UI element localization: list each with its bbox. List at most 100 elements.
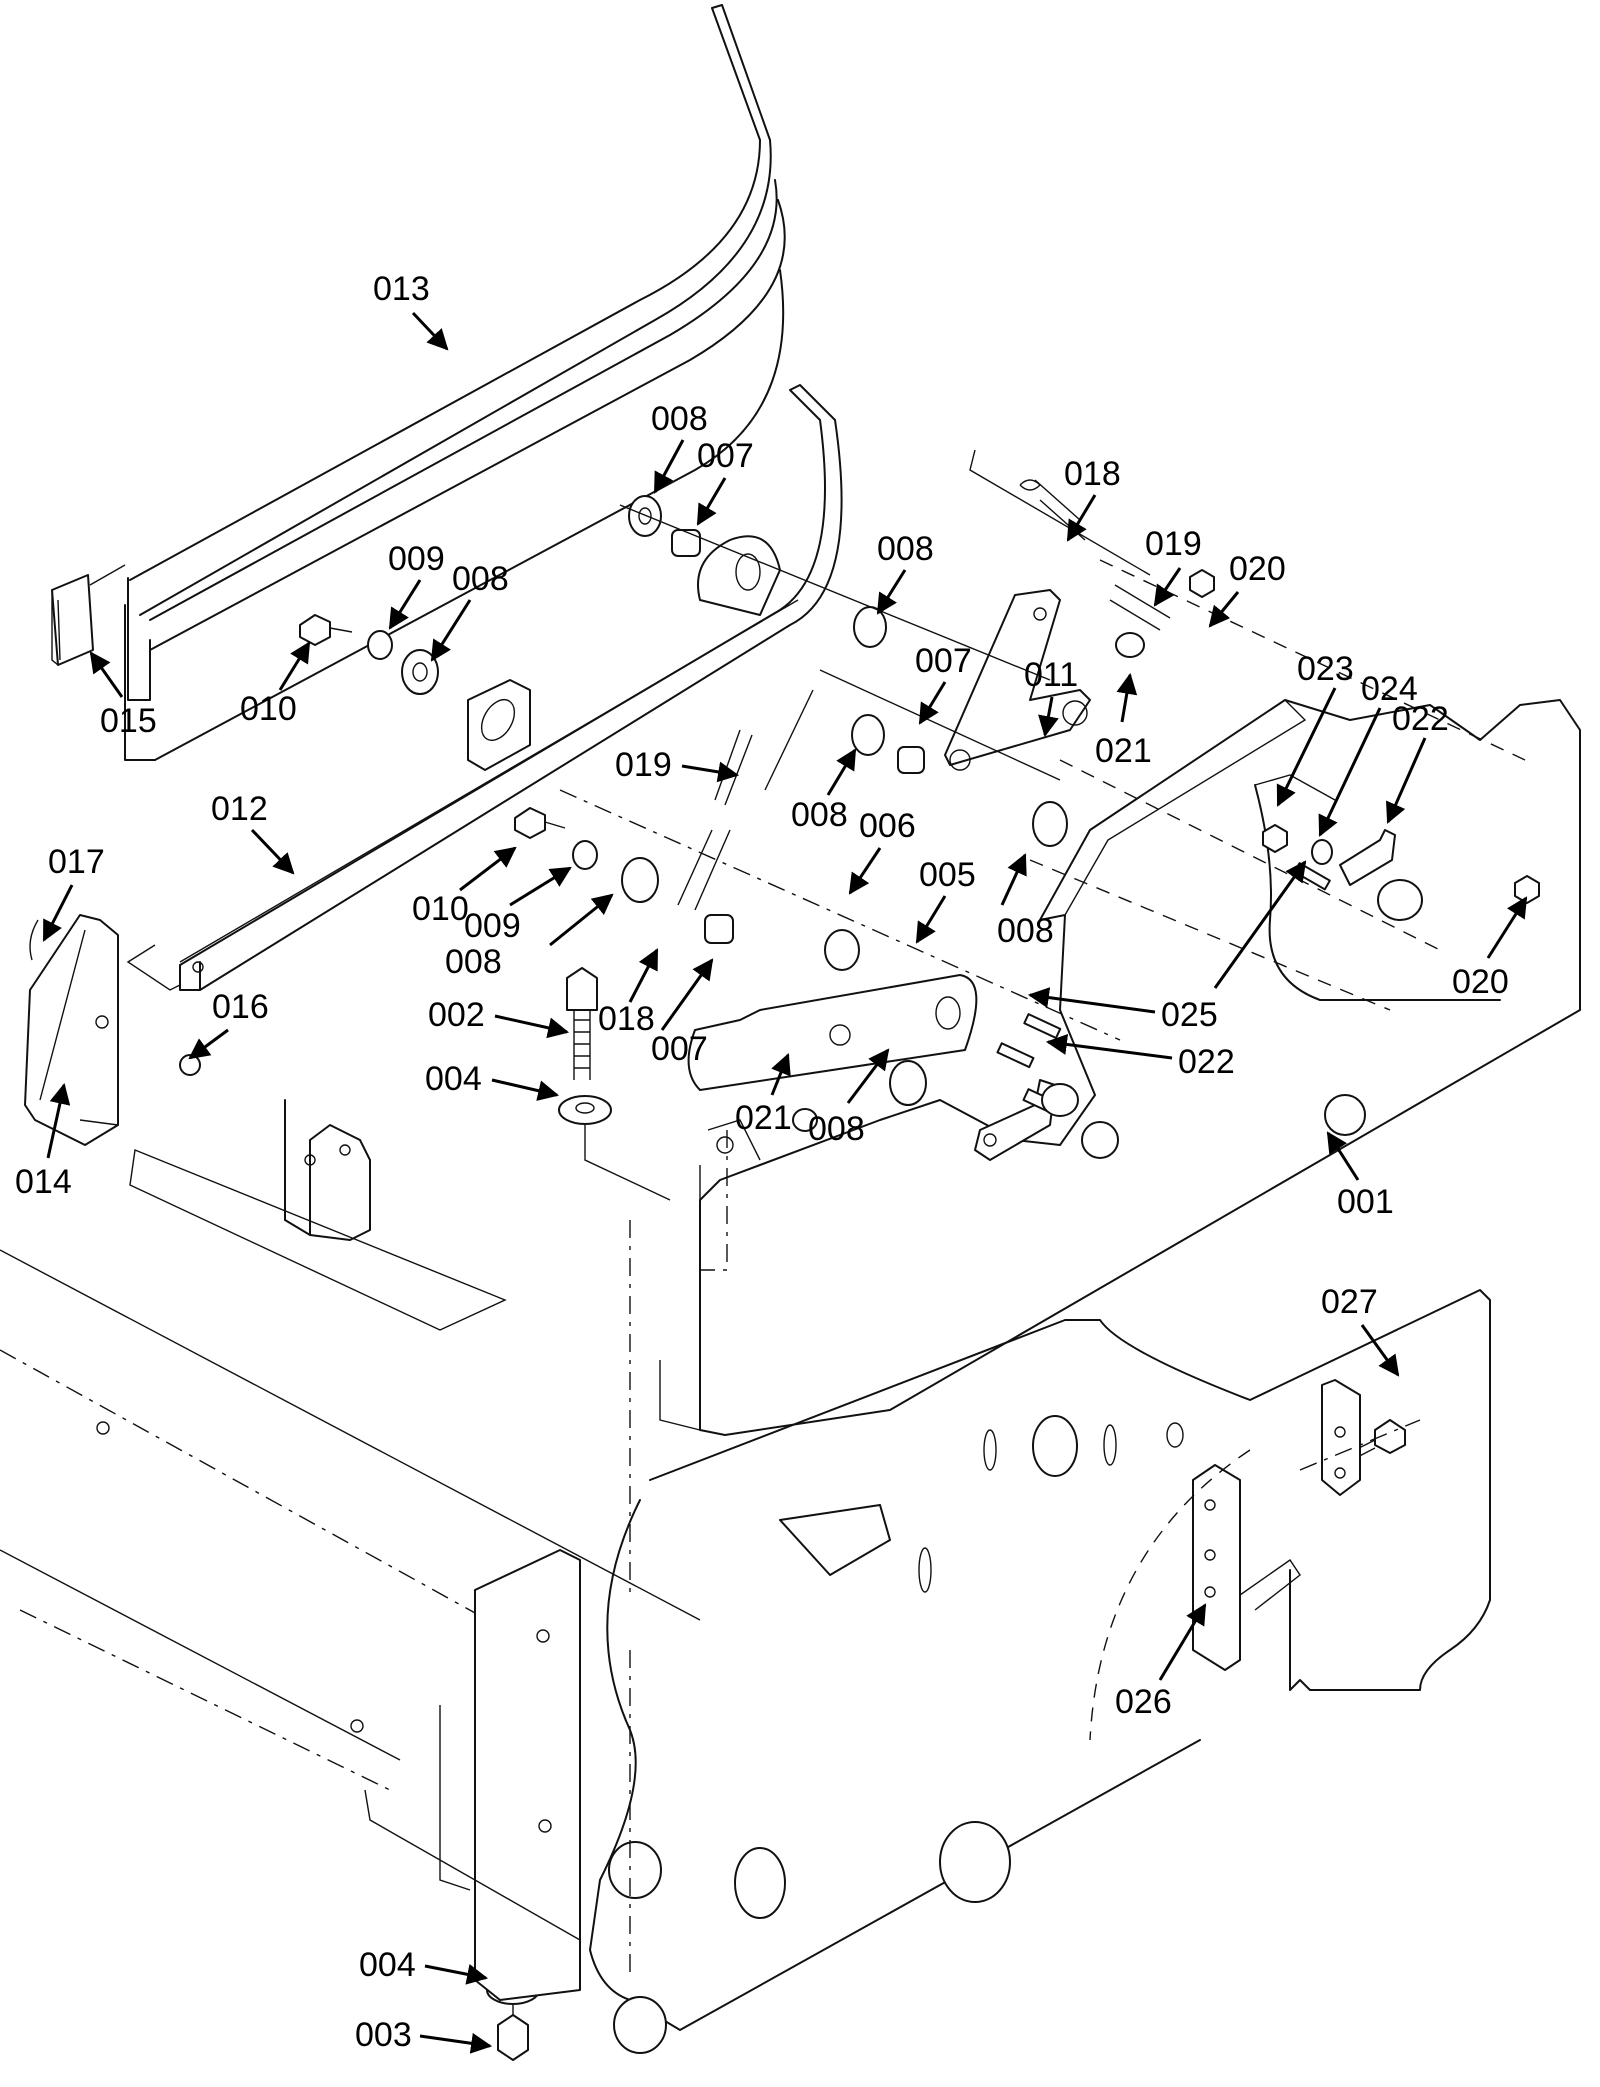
svg-text:013: 013 xyxy=(373,270,430,308)
part-014-end-block xyxy=(24,914,119,1146)
svg-text:019: 019 xyxy=(1145,525,1202,563)
callout-008g: 008 xyxy=(808,1048,890,1148)
pin-017 xyxy=(29,919,39,961)
washer-008e xyxy=(621,857,659,903)
part-005-link xyxy=(687,974,978,1091)
svg-text:020: 020 xyxy=(1452,963,1509,1001)
callout-010b: 010 xyxy=(412,846,517,928)
svg-text:025: 025 xyxy=(1161,996,1218,1034)
callout-005: 005 xyxy=(915,856,976,944)
callout-016: 016 xyxy=(188,988,269,1060)
bolt-010a-head xyxy=(299,614,331,646)
panel-hole-bushing xyxy=(939,1821,1011,1903)
washer-008a xyxy=(628,495,662,537)
callout-004a: 004 xyxy=(425,1060,560,1101)
svg-text:004: 004 xyxy=(359,1946,416,1984)
svg-text:007: 007 xyxy=(651,1030,708,1068)
callout-015: 015 xyxy=(89,651,157,740)
rod-019a xyxy=(1109,584,1171,631)
callout-024: 024 xyxy=(1318,670,1418,837)
svg-text:008: 008 xyxy=(445,943,502,981)
callout-020a: 020 xyxy=(1208,550,1286,628)
svg-text:003: 003 xyxy=(355,2016,412,2054)
svg-text:021: 021 xyxy=(1095,732,1152,770)
svg-text:011: 011 xyxy=(1024,656,1078,694)
callout-025: 025 xyxy=(1027,860,1307,1034)
washer-008g xyxy=(889,1060,927,1106)
part-012-strip xyxy=(126,384,843,991)
part-right-latch-bracket xyxy=(1254,774,1501,1001)
pin-021b xyxy=(792,1108,818,1132)
svg-text:007: 007 xyxy=(915,642,972,680)
fasteners xyxy=(179,479,1540,2061)
callout-014: 014 xyxy=(15,1082,72,1201)
svg-text:026: 026 xyxy=(1115,1683,1172,1721)
svg-text:010: 010 xyxy=(412,890,469,928)
panel-hole-large xyxy=(1032,1415,1078,1477)
callout-017: 017 xyxy=(42,843,105,942)
part-upper-link xyxy=(697,535,781,616)
bolt-023-head xyxy=(1262,824,1288,853)
part-side-panel xyxy=(589,1289,1491,2054)
svg-text:004: 004 xyxy=(425,1060,482,1098)
svg-text:008: 008 xyxy=(452,560,509,598)
bolt-010b-head xyxy=(514,807,546,839)
svg-text:018: 018 xyxy=(598,1000,655,1038)
svg-text:001: 001 xyxy=(1337,1183,1394,1221)
svg-text:008: 008 xyxy=(877,530,934,568)
callout-021b: 021 xyxy=(735,1053,792,1137)
svg-text:018: 018 xyxy=(1064,455,1121,493)
callout-022b: 022 xyxy=(1045,1034,1235,1081)
clip-022a xyxy=(1339,829,1396,886)
screw-027-head xyxy=(1374,1419,1406,1454)
washer-009b xyxy=(572,840,598,870)
part-015-clip xyxy=(51,564,126,666)
bolt-002-head xyxy=(566,967,598,1011)
svg-text:027: 027 xyxy=(1321,1283,1378,1321)
svg-text:012: 012 xyxy=(211,790,268,828)
svg-text:021: 021 xyxy=(735,1099,792,1137)
bushing-007a xyxy=(671,529,701,557)
washer-008f xyxy=(1032,801,1068,847)
callout-027: 027 xyxy=(1321,1283,1400,1377)
part-013-trim-channel xyxy=(124,4,786,761)
callout-010a: 010 xyxy=(240,641,311,728)
callout-013: 013 xyxy=(373,270,449,351)
svg-text:024: 024 xyxy=(1361,670,1418,708)
svg-text:008: 008 xyxy=(997,912,1054,950)
bushing-006 xyxy=(824,929,860,971)
svg-text:009: 009 xyxy=(464,907,521,945)
callout-019b: 019 xyxy=(615,746,740,784)
callout-019a: 019 xyxy=(1145,525,1202,607)
callout-018a: 018 xyxy=(1064,455,1121,542)
rod-019b xyxy=(714,729,753,806)
callout-008f: 008 xyxy=(997,853,1054,950)
callout-022a: 022 xyxy=(1386,700,1449,824)
callout-008d: 008 xyxy=(791,748,857,834)
bushing-007c xyxy=(704,914,734,944)
svg-text:019: 019 xyxy=(615,746,672,784)
part-026-latch xyxy=(1192,1379,1361,1671)
callout-007b: 007 xyxy=(915,642,972,725)
spring-018b xyxy=(677,829,731,911)
nut-003 xyxy=(497,2014,529,2061)
part-tab-bracket xyxy=(467,679,531,771)
callout-004b: 004 xyxy=(359,1946,489,1985)
svg-text:002: 002 xyxy=(428,996,485,1034)
callout-009b: 009 xyxy=(464,866,572,945)
svg-text:022: 022 xyxy=(1178,1043,1235,1081)
svg-text:016: 016 xyxy=(212,988,269,1026)
svg-text:009: 009 xyxy=(388,540,445,578)
callout-007a: 007 xyxy=(696,437,754,526)
svg-text:014: 014 xyxy=(15,1163,72,1201)
callout-018b: 018 xyxy=(598,948,659,1038)
callout-002: 002 xyxy=(428,996,570,1039)
callouts: 013 015 010 009 008 008 007 018 019 020 … xyxy=(15,270,1528,2054)
svg-text:023: 023 xyxy=(1297,650,1354,688)
nut-020a xyxy=(1189,569,1215,598)
svg-text:008: 008 xyxy=(808,1110,865,1148)
washer-008d xyxy=(851,714,885,756)
svg-text:017: 017 xyxy=(48,843,105,881)
callout-012: 012 xyxy=(211,790,295,875)
